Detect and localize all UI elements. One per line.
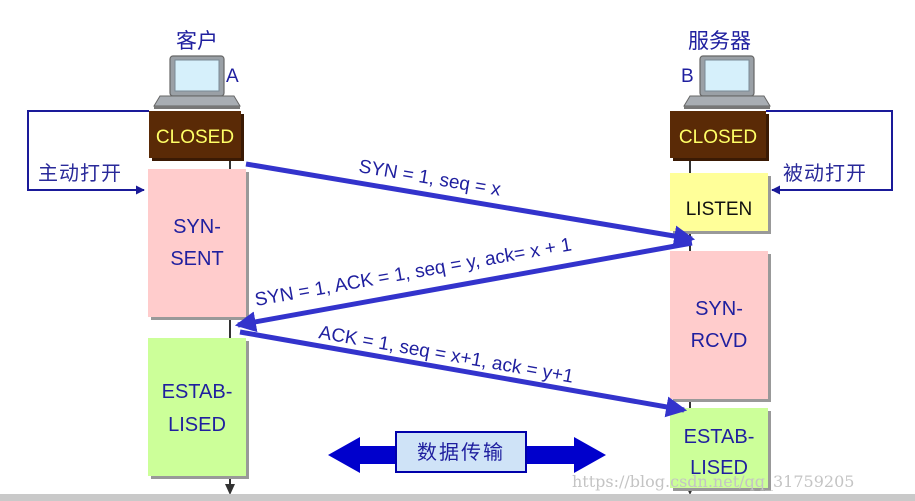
server-established-state: ESTAB- LISED — [670, 408, 771, 491]
svg-text:CLOSED: CLOSED — [679, 127, 757, 148]
svg-text:CLOSED: CLOSED — [156, 127, 234, 148]
bottom-rule — [0, 494, 915, 501]
active-open-label: 主动打开 — [38, 161, 122, 185]
passive-open-label: 被动打开 — [783, 161, 867, 185]
svg-text:SYN-: SYN- — [695, 298, 743, 320]
server-listen-state: LISTEN — [670, 173, 771, 234]
syn-ack-message-arrow — [234, 240, 693, 333]
client-label: 客户 — [176, 29, 218, 53]
server-label: 服务器 — [688, 29, 751, 53]
passive-open-connector — [766, 110, 893, 195]
server-syn-rcvd-state: SYN- RCVD — [670, 251, 771, 402]
svg-text:ESTAB-: ESTAB- — [684, 426, 755, 448]
svg-text:ESTAB-: ESTAB- — [162, 381, 233, 403]
svg-text:SENT: SENT — [170, 248, 223, 270]
svg-text:LISED: LISED — [168, 414, 226, 436]
ack-message-arrow — [239, 329, 688, 418]
client-laptop-icon — [153, 55, 241, 109]
client-syn-sent-state: SYN- SENT — [148, 169, 249, 320]
data-transfer-double-arrow: 数据传输 — [328, 431, 606, 473]
watermark: https://blog.csdn.net/qq_31759205 — [572, 472, 854, 491]
server-laptop-icon — [683, 55, 771, 109]
server-closed-state: CLOSED — [670, 111, 769, 161]
client-closed-state: CLOSED — [149, 111, 244, 161]
active-open-connector — [27, 110, 149, 195]
svg-text:SYN-: SYN- — [173, 216, 221, 238]
svg-text:LISED: LISED — [690, 457, 748, 479]
client-established-state: ESTAB- LISED — [148, 338, 249, 479]
svg-text:LISTEN: LISTEN — [686, 199, 753, 220]
syn-message-arrow — [245, 161, 696, 247]
server-letter: B — [681, 66, 694, 87]
svg-text:RCVD: RCVD — [691, 330, 748, 352]
data-transfer-label: 数据传输 — [417, 440, 505, 464]
ack-message-label: ACK = 1, seq = x+1, ack = y+1 — [317, 322, 575, 388]
client-letter: A — [226, 66, 239, 87]
